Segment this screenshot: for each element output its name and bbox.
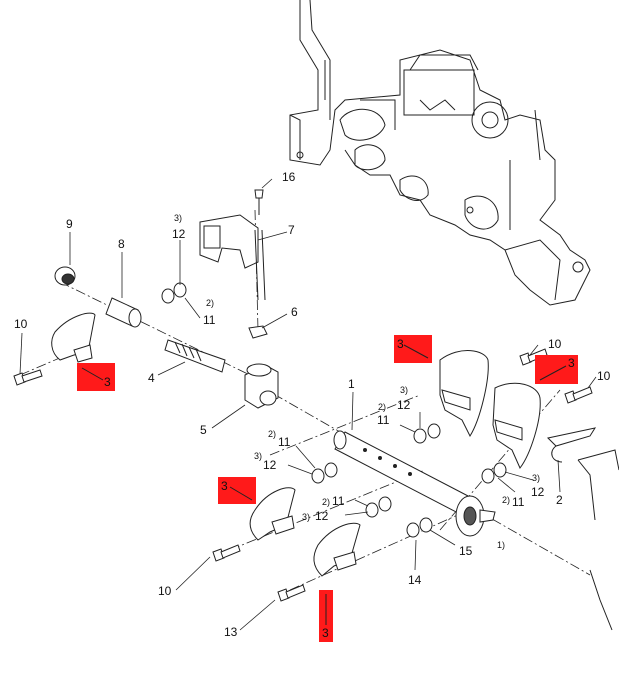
part-6-nut: [248, 325, 268, 339]
footnote-3-e: 3): [532, 473, 540, 483]
part-1-tube: [333, 430, 471, 515]
bolt-13: [277, 584, 306, 602]
part-15-flange: [455, 495, 496, 537]
svg-text:3: 3: [221, 479, 228, 493]
footnote-2-c: 2): [268, 429, 276, 439]
leader-lines: [19, 178, 597, 631]
wheel-fragment: [577, 449, 619, 631]
machine-frame: [289, 0, 591, 306]
svg-text:3: 3: [397, 337, 404, 351]
label-2: 2: [556, 493, 563, 507]
label-1: 1: [348, 377, 355, 391]
svg-text:3: 3: [568, 356, 575, 370]
highlight-box-5: 3: [319, 590, 333, 642]
label-10-c: 10: [597, 369, 611, 383]
highlight-part-3[interactable]: 3 3 3 3 3: [77, 335, 578, 642]
washer-nut-upper: [161, 282, 187, 304]
nuts-washers: [311, 423, 507, 538]
assembly-axes: [19, 209, 591, 591]
footnote-2-d: 2): [322, 497, 330, 507]
bolt-far-right: [564, 386, 593, 404]
footnote-3-d: 3): [302, 512, 310, 522]
tine-shield-lower-left: [249, 487, 296, 541]
label-12-a: 12: [172, 227, 186, 241]
tine-shield-upper-right-1: [439, 350, 489, 438]
tine-shield-left: [51, 312, 96, 363]
label-11-c: 11: [278, 435, 291, 449]
svg-text:3: 3: [322, 626, 329, 640]
label-16: 16: [282, 170, 296, 184]
bolt-lower-10: [212, 544, 241, 562]
label-13: 13: [224, 625, 238, 639]
footnote-3-a: 3): [174, 213, 182, 223]
part-7-bracket: [199, 214, 266, 301]
part-4-shaft: [164, 339, 226, 373]
label-11-d: 11: [332, 494, 345, 508]
part-labels: 9 8 3) 12 2) 11 16 7 6 10 4 5 1 10 10 3)…: [14, 170, 611, 639]
part-16-nipple: [254, 189, 264, 215]
label-12-d: 12: [315, 509, 329, 523]
part-5-housing: [244, 363, 279, 409]
svg-text:3: 3: [104, 375, 111, 389]
part-9-cap: [54, 266, 76, 286]
label-11-a: 11: [203, 313, 216, 327]
label-12-b: 12: [397, 398, 411, 412]
label-5: 5: [200, 423, 207, 437]
highlight-box-2: 3: [394, 335, 432, 363]
footnote-2-b: 2): [378, 402, 386, 412]
highlight-box-4: 3: [218, 477, 256, 504]
footnote-3-b: 3): [400, 385, 408, 395]
bolt-left: [13, 369, 43, 386]
footnote-3-c: 3): [254, 451, 262, 461]
label-14: 14: [408, 573, 422, 587]
label-10-d: 10: [158, 584, 172, 598]
part-8-bushing: [105, 297, 142, 328]
label-10-a: 10: [14, 317, 28, 331]
label-9: 9: [66, 217, 73, 231]
part-2-tine: [546, 427, 597, 463]
label-10-b: 10: [548, 337, 562, 351]
label-4: 4: [148, 371, 155, 385]
footnote-2-a: 2): [206, 298, 214, 308]
label-6: 6: [291, 305, 298, 319]
label-12-e: 12: [531, 485, 545, 499]
label-11-e: 11: [512, 495, 525, 509]
tine-shield-upper-right-2: [492, 382, 541, 469]
label-15: 15: [459, 544, 473, 558]
highlight-box-3: 3: [535, 355, 578, 384]
highlight-box-1: 3: [77, 363, 115, 391]
tine-shield-lower-middle: [313, 522, 361, 577]
parts: [13, 189, 619, 631]
footnote-2-e: 2): [502, 495, 510, 505]
label-8: 8: [118, 237, 125, 251]
label-12-c: 12: [263, 458, 277, 472]
footnote-1: 1): [497, 540, 505, 550]
label-7: 7: [288, 223, 295, 237]
label-11-b: 11: [377, 413, 390, 427]
